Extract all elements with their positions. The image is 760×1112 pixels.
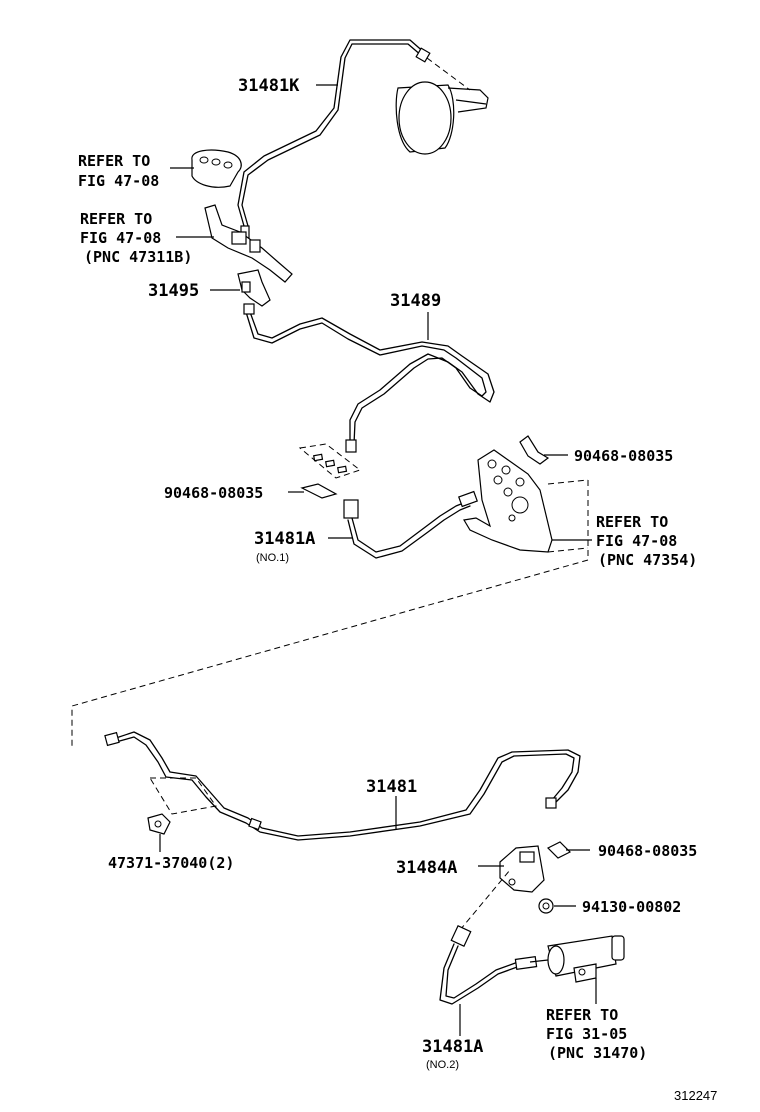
nut-94130-00802[interactable] xyxy=(538,898,554,914)
label-47371: 47371-37040(2) xyxy=(108,854,234,872)
label-31484a: 31484A xyxy=(396,858,457,878)
label-31481a-no1: 31481A xyxy=(254,529,315,549)
label-refer-4-line2: FIG 31-05 xyxy=(546,1025,627,1043)
label-refer-1-line1: REFER TO xyxy=(78,152,150,170)
clip-guide-dashed xyxy=(149,777,217,815)
tube-31489[interactable] xyxy=(243,303,495,453)
clip-47371-37040[interactable] xyxy=(147,813,171,835)
clip-90468-lower[interactable] xyxy=(546,841,572,859)
plate-dashed xyxy=(298,443,362,479)
label-refer-3-line2: FIG 47-08 xyxy=(596,532,677,550)
label-refer-2-line1: REFER TO xyxy=(80,210,152,228)
bracket-31484a[interactable] xyxy=(499,845,545,893)
connection-dashed-line xyxy=(71,480,589,748)
label-refer-3-line3: (PNC 47354) xyxy=(598,551,697,569)
diagram-id: 312247 xyxy=(674,1088,717,1103)
hose-31481a-no1[interactable] xyxy=(343,490,478,559)
label-31481a-no2-note: (NO.2) xyxy=(426,1059,459,1071)
clutch-master-cylinder-drawing xyxy=(395,57,489,155)
label-90468-right: 90468-08035 xyxy=(574,447,673,465)
clip-90468-right[interactable] xyxy=(519,435,550,465)
label-31481a-no2: 31481A xyxy=(422,1037,483,1057)
label-94130: 94130-00802 xyxy=(582,898,681,916)
tube-31481[interactable] xyxy=(104,731,581,841)
label-refer-2-line2: FIG 47-08 xyxy=(80,229,161,247)
grommet-refer-47-08 xyxy=(191,149,242,188)
label-31495: 31495 xyxy=(148,281,199,301)
hose-guide-dashed xyxy=(459,869,511,931)
clip-90468-left[interactable] xyxy=(300,483,338,499)
label-refer-1-line2: FIG 47-08 xyxy=(78,172,159,190)
hose-31481a-no2[interactable] xyxy=(439,924,538,1005)
label-31481a-no1-note: (NO.1) xyxy=(256,552,289,564)
label-refer-4-line1: REFER TO xyxy=(546,1006,618,1024)
clip-31495[interactable] xyxy=(237,269,271,307)
label-90468-left: 90468-08035 xyxy=(164,484,263,502)
label-refer-3-line1: REFER TO xyxy=(596,513,668,531)
bracket-pnc-47354 xyxy=(463,449,589,553)
bracket-pnc-47311b xyxy=(204,204,293,283)
label-31481k: 31481K xyxy=(238,76,300,96)
label-90468-lower: 90468-08035 xyxy=(598,842,697,860)
label-refer-4-line3: (PNC 31470) xyxy=(548,1044,647,1062)
release-cylinder-refer-31-05 xyxy=(529,935,625,983)
label-31481: 31481 xyxy=(366,777,417,797)
label-31489: 31489 xyxy=(390,291,441,311)
label-refer-2-line3: (PNC 47311B) xyxy=(84,248,192,266)
